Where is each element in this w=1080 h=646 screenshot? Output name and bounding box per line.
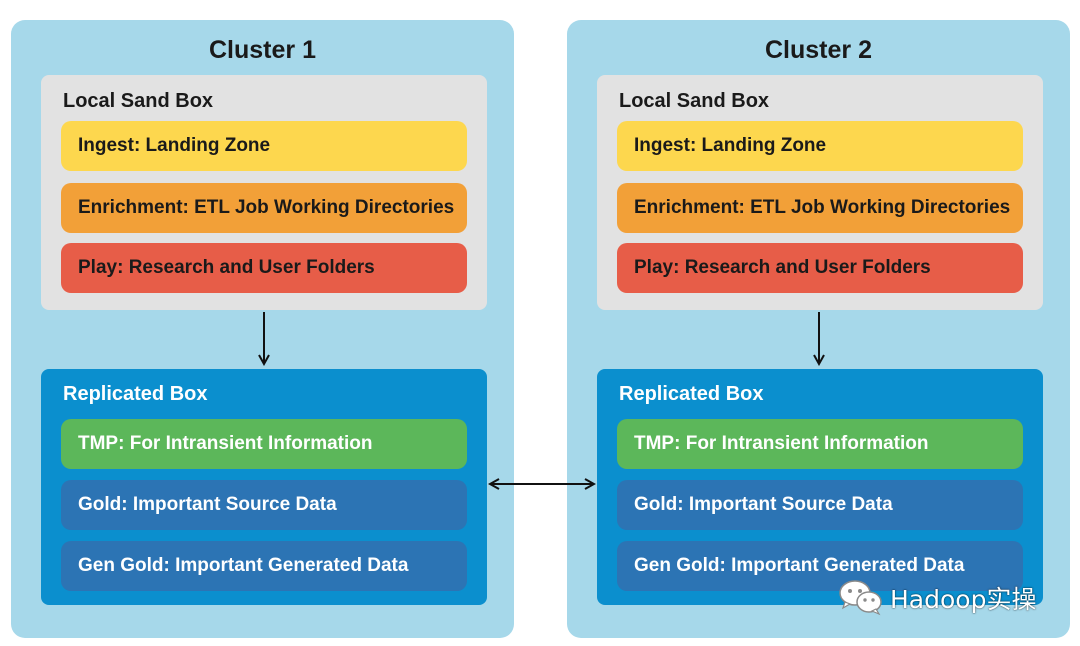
cluster-title: Cluster 2 (765, 36, 872, 64)
sandbox-title: Local Sand Box (63, 90, 214, 112)
play-zone: Play: Research and User Folders (61, 243, 467, 293)
ingest-zone: Ingest: Landing Zone (61, 121, 467, 171)
gen-gold-zone: Gen Gold: Important Generated Data (617, 541, 1023, 591)
cluster-1: Cluster 1 Local Sand Box Ingest: Landing… (11, 20, 514, 638)
local-sand-box: Local Sand Box Ingest: Landing Zone Enri… (41, 75, 487, 310)
watermark: Hadoop实操 (838, 576, 1058, 616)
replicated-title: Replicated Box (63, 383, 208, 405)
replicated-title: Replicated Box (619, 383, 764, 405)
cluster-2: Cluster 2 Local Sand Box Ingest: Landing… (567, 20, 1070, 638)
tmp-zone: TMP: For Intransient Information (617, 419, 1023, 469)
tmp-zone: TMP: For Intransient Information (61, 419, 467, 469)
enrichment-zone: Enrichment: ETL Job Working Directories (61, 183, 467, 233)
replicated-box: Replicated Box TMP: For Intransient Info… (41, 369, 487, 605)
gen-gold-zone: Gen Gold: Important Generated Data (61, 541, 467, 591)
play-zone: Play: Research and User Folders (617, 243, 1023, 293)
enrichment-zone: Enrichment: ETL Job Working Directories (617, 183, 1023, 233)
gold-zone: Gold: Important Source Data (61, 480, 467, 530)
local-sand-box: Local Sand Box Ingest: Landing Zone Enri… (597, 75, 1043, 310)
sandbox-title: Local Sand Box (619, 90, 770, 112)
replicated-box: Replicated Box TMP: For Intransient Info… (597, 369, 1043, 605)
watermark-text: Hadoop实操 (890, 585, 1037, 614)
ingest-zone: Ingest: Landing Zone (617, 121, 1023, 171)
gold-zone: Gold: Important Source Data (617, 480, 1023, 530)
wechat-icon (839, 580, 882, 616)
cluster-title: Cluster 1 (209, 36, 316, 64)
